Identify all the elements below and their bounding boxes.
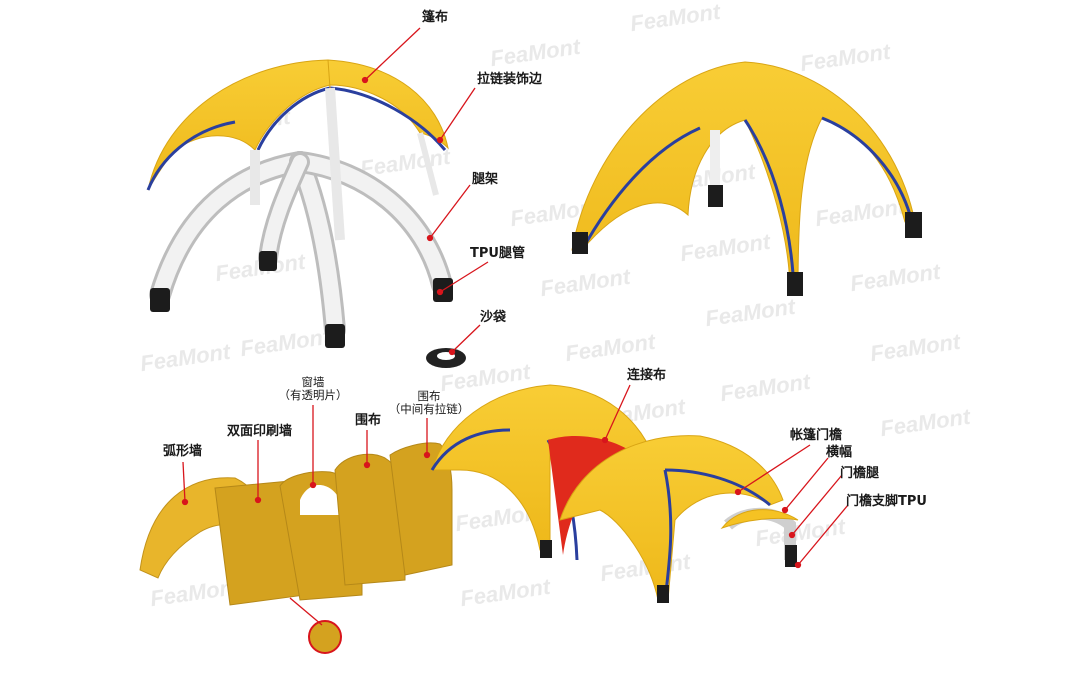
pointer-door-canopy bbox=[737, 444, 811, 493]
wall-fabric-detail bbox=[308, 620, 342, 654]
label-canopy: 篷布 bbox=[422, 10, 449, 25]
pointer-leg-frame bbox=[429, 184, 471, 239]
leg-foot bbox=[787, 272, 803, 296]
pointer-lines bbox=[181, 27, 849, 626]
assembled-tent bbox=[571, 61, 922, 296]
pointer-tip bbox=[734, 488, 742, 496]
pointer-tip bbox=[181, 498, 189, 506]
label-window-wall-line2: （有透明片） bbox=[278, 388, 348, 402]
label-zip-wall-line1: 围布 bbox=[417, 389, 441, 403]
connected-tents bbox=[430, 384, 799, 603]
label-door-leg: 门檐腿 bbox=[840, 466, 880, 481]
label-door-leg-tpu: 门檐支脚TPU bbox=[846, 494, 927, 509]
label-side-wall: 围布 bbox=[355, 413, 382, 428]
pointer-tip bbox=[436, 288, 444, 296]
label-double-print-wall: 双面印刷墙 bbox=[227, 424, 293, 439]
exploded-canopy bbox=[146, 59, 449, 241]
pointer-tip bbox=[601, 436, 609, 444]
label-banner: 横幅 bbox=[826, 445, 853, 460]
pointer-door-leg-tpu bbox=[797, 504, 849, 566]
pointer-tip bbox=[794, 561, 802, 569]
leg-foot bbox=[708, 185, 723, 207]
label-connector-fabric: 连接布 bbox=[627, 368, 667, 383]
pointer-sandbag bbox=[451, 324, 481, 353]
wall-panels bbox=[139, 442, 453, 654]
label-zip-wall-line2: （中间有拉链） bbox=[388, 402, 470, 416]
pointer-tip bbox=[254, 496, 262, 504]
pointer-arc-wall bbox=[182, 461, 186, 503]
pointer-connector bbox=[604, 384, 631, 441]
leg-foot bbox=[572, 232, 588, 254]
pointer-banner bbox=[784, 457, 829, 511]
pointer-tpu-tube bbox=[439, 261, 489, 293]
pointer-fabric-detail bbox=[289, 597, 323, 626]
pointer-tip bbox=[436, 136, 444, 144]
zip-wall-panel bbox=[389, 442, 453, 576]
label-sandbag: 沙袋 bbox=[480, 310, 507, 325]
pointer-tip bbox=[423, 451, 431, 459]
leg-foot bbox=[150, 288, 170, 312]
pointer-zipper-trim bbox=[439, 87, 476, 141]
label-leg-frame: 腿架 bbox=[472, 172, 499, 187]
label-tpu-leg-tube: TPU腿管 bbox=[470, 246, 525, 261]
pointer-tip bbox=[361, 76, 369, 84]
sandbag bbox=[426, 348, 466, 368]
pointer-door-leg bbox=[791, 474, 843, 536]
label-zip-wall: 围布 （中间有拉链） bbox=[385, 390, 473, 416]
pointer-canopy bbox=[364, 27, 421, 81]
exploded-leg-frame bbox=[149, 151, 453, 348]
label-window-wall: 窗墙 （有透明片） bbox=[277, 376, 349, 402]
leg-foot bbox=[325, 324, 345, 348]
leg-foot bbox=[259, 251, 277, 271]
leg-foot bbox=[905, 212, 922, 238]
pointer-tip bbox=[363, 461, 371, 469]
leg-foot bbox=[785, 545, 797, 567]
label-window-wall-line1: 窗墙 bbox=[301, 375, 325, 389]
pointer-tip bbox=[309, 481, 317, 489]
leg-foot bbox=[657, 585, 669, 603]
label-arc-wall: 弧形墙 bbox=[163, 444, 203, 459]
pointer-tip bbox=[788, 531, 796, 539]
label-zipper-trim: 拉链装饰边 bbox=[477, 72, 543, 87]
pointer-tip bbox=[781, 506, 789, 514]
pointer-tip bbox=[448, 348, 456, 356]
pointer-tip bbox=[426, 234, 434, 242]
door-canopy-panel bbox=[720, 509, 799, 530]
leg-foot bbox=[540, 540, 552, 558]
label-door-canopy: 帐篷门檐 bbox=[790, 428, 843, 443]
